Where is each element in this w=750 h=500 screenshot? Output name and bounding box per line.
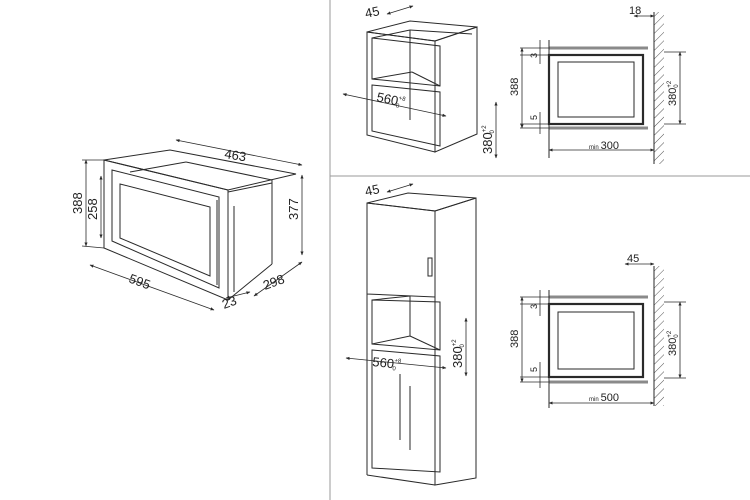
dim-top-depth: 45 (364, 3, 381, 21)
dim-wall-gap-top: 18 (629, 5, 641, 17)
dim-depth-total: 463 (224, 146, 248, 164)
bottom-section-view (520, 266, 664, 408)
dim-top-depth-bottom: 45 (364, 181, 381, 199)
dim-line-depth-total (175, 139, 303, 166)
dim-height-back: 377 (286, 198, 301, 220)
bottom-cabinet-isometric (366, 192, 477, 486)
dim-line-niche-width (342, 93, 447, 117)
dim-wall-gap-bottom: 45 (627, 253, 639, 265)
dim-width-total: 595 (127, 271, 153, 293)
dim-bottom-gap-bottom: 5 (529, 367, 539, 372)
dim-top-gap-top: 3 (529, 53, 539, 58)
dim-height-inner: 258 (85, 198, 100, 220)
dim-line-niche-width-bottom (345, 356, 447, 370)
dim-niche-width: 560+80 (375, 89, 407, 111)
dim-line-depth-body (253, 261, 303, 297)
dim-top-gap-bottom: 3 (529, 304, 539, 309)
dim-niche-width-bottom: 560+80 (372, 354, 403, 373)
top-section-view (520, 12, 664, 164)
dim-line-width-total (89, 264, 215, 311)
dim-height-total: 388 (70, 192, 85, 214)
dim-line-top-depth-bottom (386, 183, 414, 193)
dim-bottom-gap-top: 5 (529, 115, 539, 120)
dim-total-height-bottom: 388 (509, 330, 521, 348)
dim-total-height-top: 388 (509, 78, 521, 96)
dim-niche-height-section-top: 380+20 (667, 80, 680, 106)
dim-niche-height-section-bottom: 380+20 (667, 330, 680, 356)
dim-line-top-depth (386, 5, 414, 15)
dim-frame-depth: 23 (220, 293, 239, 312)
dim-line-frame-depth (225, 291, 251, 299)
top-cabinet-isometric (366, 20, 478, 153)
dim-depth-body: 298 (261, 271, 287, 293)
